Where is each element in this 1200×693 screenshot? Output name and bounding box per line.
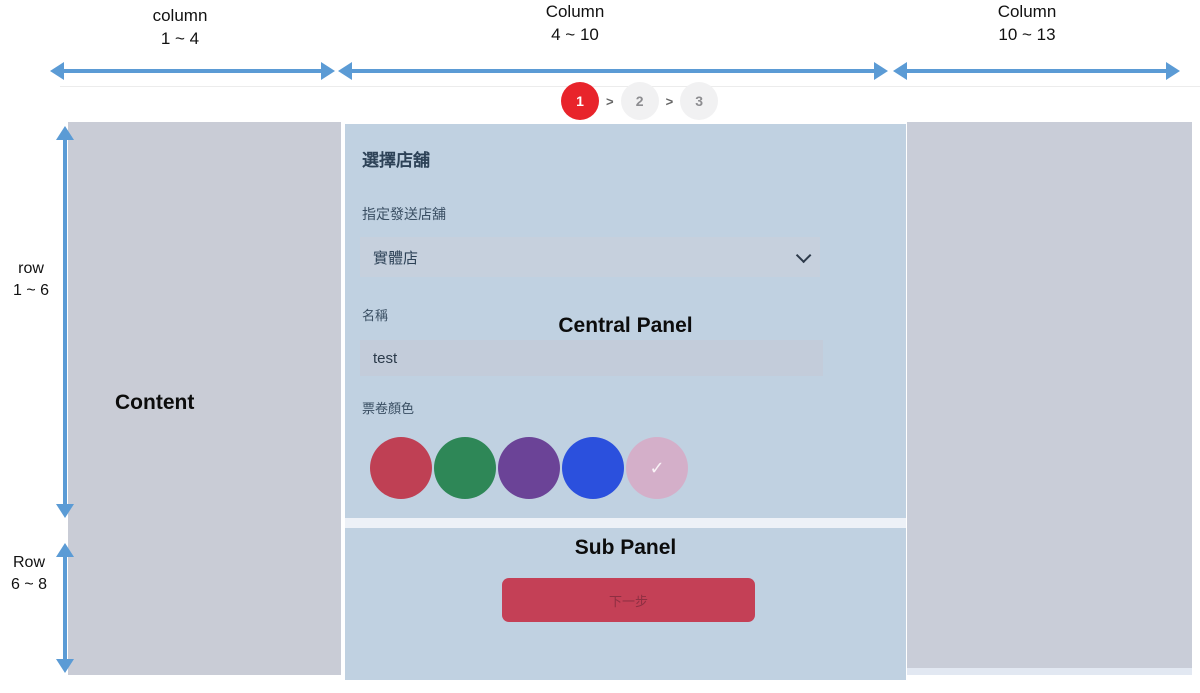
chevron-down-icon	[795, 247, 812, 263]
step-separator-icon: >	[665, 93, 674, 109]
stepper: 1 >2 >3	[561, 82, 719, 120]
check-icon: ✓	[649, 457, 665, 478]
panel-divider	[345, 518, 906, 528]
sub-panel-label: Sub Panel	[574, 536, 677, 559]
name-label: 名稱	[362, 308, 389, 323]
annotation-row-6-8: Row 6 ~ 8	[0, 552, 58, 596]
annotation-line: 10 ~ 13	[998, 25, 1056, 44]
step-separator-icon: >	[606, 93, 614, 109]
form-title: 選擇店舖	[362, 151, 430, 170]
central-column: 選擇店舖 指定發送店舖 實體店 名稱 Central Panel 票卷顏色 ✓ …	[345, 124, 906, 680]
ticket-color-label: 票卷顏色	[362, 401, 415, 416]
step-1[interactable]: 1	[561, 82, 599, 120]
central-panel: 選擇店舖 指定發送店舖 實體店 名稱 Central Panel 票卷顏色 ✓	[345, 124, 906, 518]
store-select-value: 實體店	[373, 249, 419, 267]
store-label: 指定發送店舖	[362, 206, 446, 222]
annotation-line: 1 ~ 4	[160, 29, 200, 48]
row-span-arrow-bottom	[56, 543, 74, 673]
color-swatch-pink[interactable]: ✓	[626, 437, 688, 499]
store-select[interactable]: 實體店	[360, 237, 820, 277]
name-input[interactable]	[360, 340, 823, 376]
color-swatch-blue[interactable]	[562, 437, 624, 499]
annotation-line: 6 ~ 8	[10, 576, 48, 593]
annotation-line: Column	[545, 2, 605, 21]
row-span-arrow-top	[56, 126, 74, 518]
column-span-arrow-left	[50, 62, 335, 80]
color-swatch-purple[interactable]	[498, 437, 560, 499]
content-panel-right	[907, 122, 1192, 675]
column-span-arrow-right	[893, 62, 1180, 80]
annotation-column-10-13: Column 10 ~ 13	[947, 0, 1107, 46]
next-step-button[interactable]: 下一步	[502, 578, 755, 622]
annotation-line: 1 ~ 6	[12, 282, 50, 299]
annotation-line: Row	[12, 554, 45, 571]
annotation-line: row	[18, 260, 44, 277]
color-swatch-green[interactable]	[434, 437, 496, 499]
color-swatch-red[interactable]	[370, 437, 432, 499]
annotation-line: Column	[997, 2, 1057, 21]
column-span-arrow-middle	[338, 62, 888, 80]
color-swatches: ✓	[370, 437, 688, 499]
annotation-line: column	[152, 6, 208, 25]
step-2[interactable]: 2	[620, 82, 659, 120]
central-panel-label: Central Panel	[558, 314, 693, 337]
annotation-column-4-10: Column 4 ~ 10	[495, 0, 655, 46]
content-label: Content	[115, 391, 195, 414]
sub-panel: Sub Panel 下一步	[345, 528, 906, 680]
annotation-row-1-6: row 1 ~ 6	[4, 258, 58, 302]
step-3[interactable]: 3	[680, 82, 719, 120]
annotation-column-1-4: column 1 ~ 4	[100, 4, 260, 50]
annotation-line: 4 ~ 10	[551, 25, 599, 44]
content-panel-left	[68, 122, 341, 675]
